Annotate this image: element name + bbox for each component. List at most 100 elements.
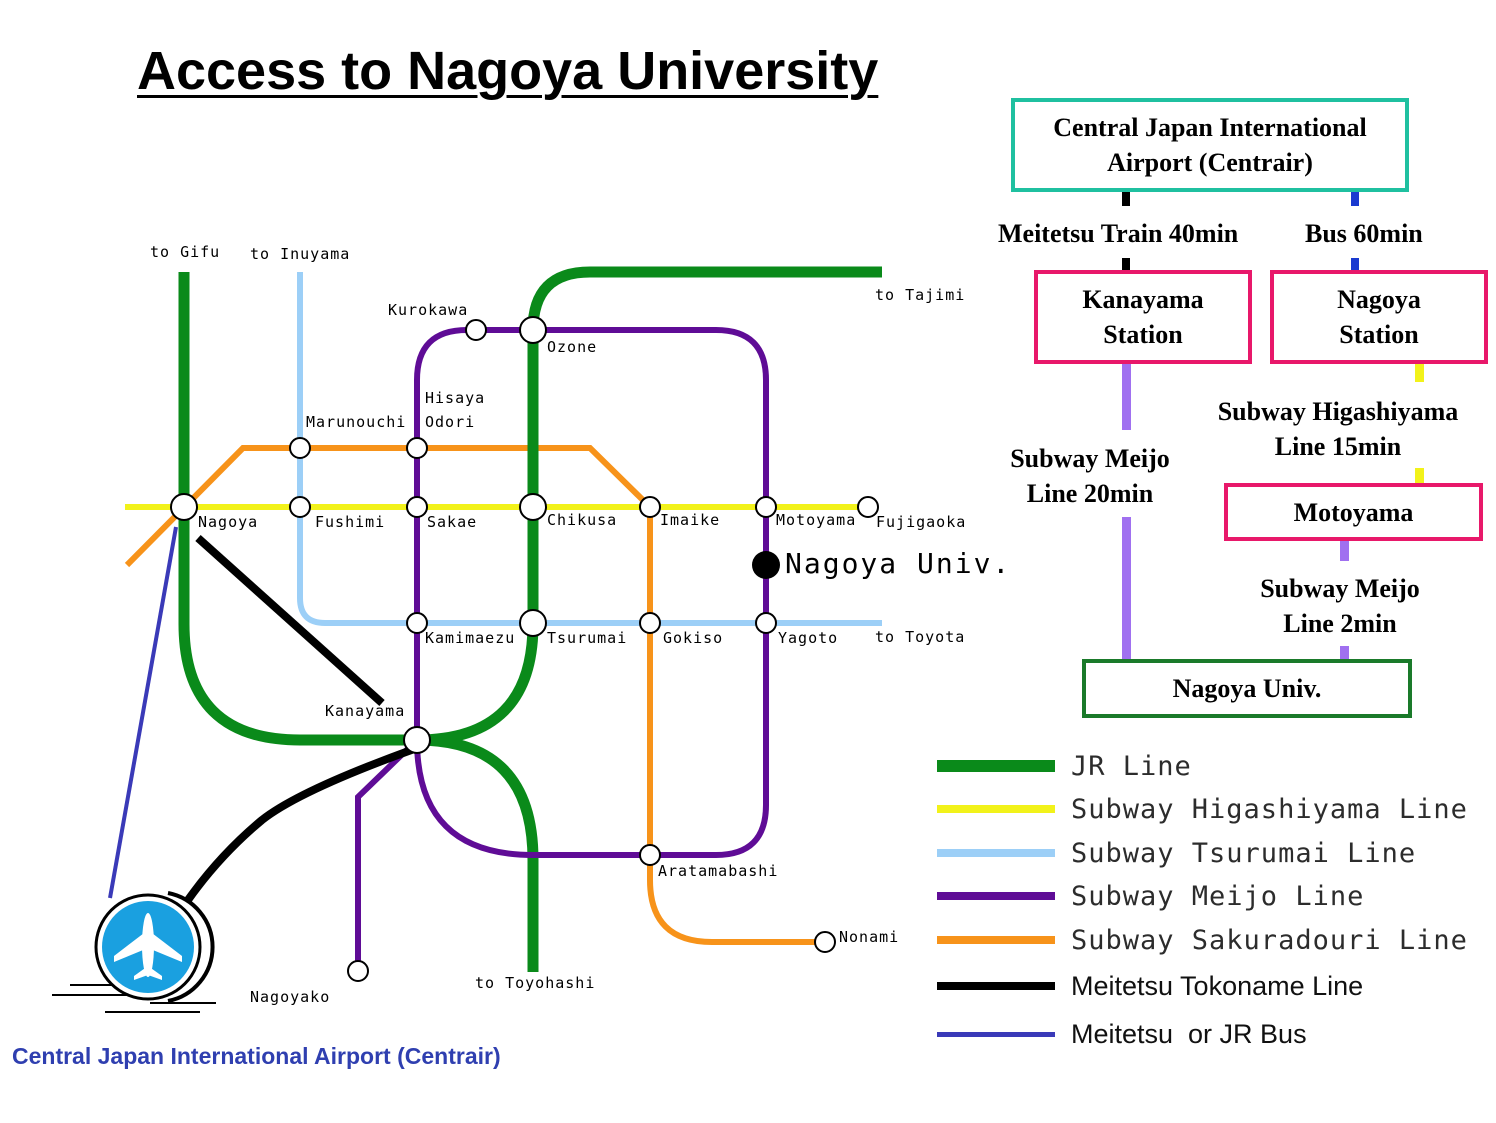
bus-label: Bus 60min [1305,219,1423,248]
label-yagoto: Yagoto [778,629,838,647]
station-marker-motoyama [755,496,777,518]
nagoya-box-line-1: Nagoya [1337,285,1421,314]
airport-caption: Central Japan International Airport (Cen… [12,1043,501,1069]
legend-item-tsurumai: Subway Tsurumai Line [937,833,1416,873]
legend-swatch-sakuradouri [937,936,1055,944]
label-chikusa: Chikusa [547,511,617,529]
station-marker-chikusa [519,493,547,521]
meijo-20-line-2: Line 20min [1026,479,1154,508]
label-kanayama: Kanayama [325,702,405,720]
label-sakae: Sakae [427,513,477,531]
meijo-20-label: Subway Meijo Line 20min [995,441,1185,511]
station-marker-nonami [814,931,836,953]
page-title: Access to Nagoya University [137,41,879,101]
kanayama-box-line-2: Station [1103,320,1183,349]
legend-label-tsurumai: Subway Tsurumai Line [1071,837,1417,869]
label-nagoya: Nagoya [198,513,258,531]
legend-swatch-jr [937,760,1055,772]
label-fushimi: Fushimi [315,513,385,531]
jr-line-west [178,272,417,746]
higashiyama-leg-line-1: Subway Higashiyama [1217,397,1459,426]
legend-label-meijo: Subway Meijo Line [1071,880,1365,912]
legend-label-sakuradouri: Subway Sakuradouri Line [1071,924,1468,956]
legend-item-meijo: Subway Meijo Line [937,876,1364,916]
legend-item-tokoname: Meitetsu Tokoname Line [937,966,1363,1006]
label-hisaya: Hisaya [425,389,485,407]
airport-box-line-2: Airport (Centrair) [1107,148,1313,177]
legend-swatch-tokoname [937,982,1055,990]
nagoya-univ-box: Nagoya Univ. [1082,659,1412,718]
airport-icon-group [52,891,216,1013]
station-marker-hisaya-odori [406,437,428,459]
station-marker-yagoto [755,612,777,634]
legend-label-jr: JR Line [1071,750,1192,782]
meitetsu-kanayama-airport [184,744,419,903]
direction-to-toyota: to Toyota [875,628,965,646]
legend-item-sakuradouri: Subway Sakuradouri Line [937,920,1468,960]
station-marker-gokiso [639,612,661,634]
meitetsu-train-label: Meitetsu Train 40min [998,219,1239,248]
label-tsurumai: Tsurumai [547,629,627,647]
legend-item-bus: Meitetsu or JR Bus [937,1014,1307,1054]
legend-swatch-higashiyama [937,805,1055,813]
direction-to-inuyama: to Inuyama [250,245,350,263]
legend-swatch-tsurumai [937,849,1055,857]
station-marker-kurokawa [465,319,487,341]
meijo-2-line-2: Line 2min [1283,609,1397,638]
direction-to-gifu: to Gifu [150,243,220,261]
motoyama-box: Motoyama [1224,483,1483,541]
station-marker-tsurumai [519,609,547,637]
label-nonami: Nonami [839,928,899,946]
meijo-line-loop [414,327,769,858]
legend-item-higashiyama: Subway Higashiyama Line [937,789,1468,829]
station-marker-nagoya [170,493,198,521]
legend-label-tokoname: Meitetsu Tokoname Line [1071,970,1364,1001]
legend-item-jr: JR Line [937,746,1192,786]
station-marker-nagoyako [347,960,369,982]
tsurumai-line [297,272,882,626]
legend-label-higashiyama: Subway Higashiyama Line [1071,793,1468,825]
direction-to-toyohashi: to Toyohashi [475,974,595,992]
legend-label-bus: Meitetsu or JR Bus [1071,1018,1307,1049]
meijo-2-line-1: Subway Meijo [1260,574,1420,603]
station-marker-sakae [406,496,428,518]
label-nagoya-univ: Nagoya Univ. [785,547,1011,580]
station-marker-aratamabashi [639,844,661,866]
label-kurokawa: Kurokawa [388,301,468,319]
nagoya-box-line-2: Station [1339,320,1419,349]
jr-line-tokaido [416,734,539,972]
station-marker-imaike [639,496,661,518]
station-marker-fushimi [289,496,311,518]
label-kamimaezu: Kamimaezu [425,629,515,647]
higashiyama-leg-label: Subway Higashiyama Line 15min [1203,394,1473,464]
label-motoyama: Motoyama [776,511,856,529]
higashiyama-leg-line-2: Line 15min [1274,432,1402,461]
bus-line [108,526,178,899]
station-marker-kamimaezu [406,612,428,634]
label-aratamabashi: Aratamabashi [658,862,778,880]
legend-swatch-bus [937,1031,1055,1037]
station-marker-fujigaoka [857,496,879,518]
station-marker-marunouchi [289,437,311,459]
label-nagoyako: Nagoyako [250,988,330,1006]
label-gokiso: Gokiso [663,629,723,647]
label-ozone: Ozone [547,338,597,356]
direction-to-tajimi: to Tajimi [875,286,965,304]
station-marker-ozone [519,316,547,344]
meitetsu-nagoya-kanayama [195,535,385,706]
station-marker-kanayama [403,726,431,754]
label-imaike: Imaike [660,511,720,529]
meijo-2-label: Subway Meijo Line 2min [1245,571,1435,641]
university-marker [752,551,780,579]
label-odori: Odori [425,413,475,431]
kanayama-box-line-1: Kanayama [1082,285,1204,314]
airport-box-line-1: Central Japan International [1053,113,1367,142]
meijo-20-line-1: Subway Meijo [1010,444,1170,473]
legend-swatch-meijo [937,892,1055,900]
label-marunouchi: Marunouchi [306,413,406,431]
meijo-line-branch [355,737,420,968]
label-fujigaoka: Fujigaoka [876,513,966,531]
